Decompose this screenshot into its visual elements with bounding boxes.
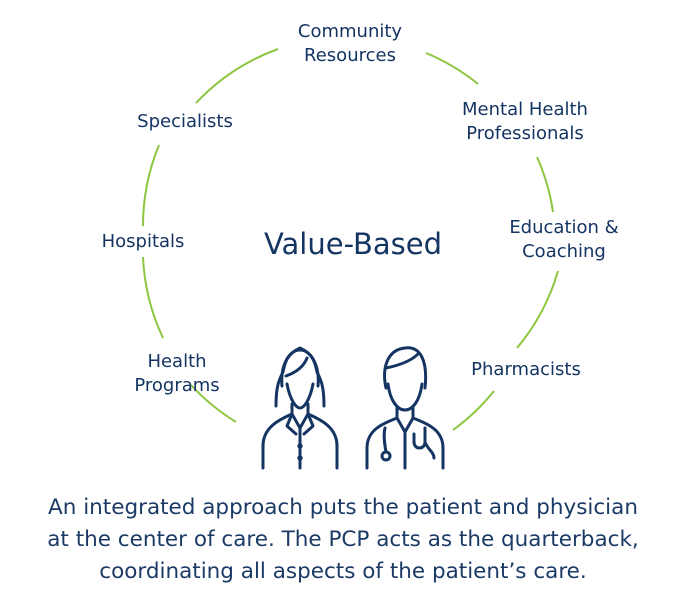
- node-pharmacists: Pharmacists: [471, 359, 581, 380]
- care-ring: [141, 48, 559, 470]
- ring-arc-5: [452, 390, 495, 431]
- ring-arc-7: [142, 256, 164, 339]
- node-education-coaching: Education & Coaching: [509, 217, 619, 262]
- node-community-resources: Community Resources: [297, 21, 403, 66]
- node-mental-health-professionals: Mental Health Professionals: [462, 99, 588, 144]
- center-title: Value-Based: [263, 227, 443, 261]
- ring-arc-8: [141, 144, 160, 227]
- male-physician-icon: [365, 346, 445, 470]
- node-specialists: Specialists: [137, 111, 233, 132]
- ring-arc-2: [425, 52, 479, 85]
- caption-text: An integrated approach puts the patient …: [47, 495, 639, 584]
- node-health-programs: Health Programs: [134, 351, 220, 396]
- node-hospitals: Hospitals: [101, 231, 185, 252]
- ring-arc-3: [536, 156, 554, 213]
- ring-arc-6: [190, 384, 237, 423]
- care-network-diagram: Value-Based Community Resources Mental H…: [101, 21, 619, 470]
- female-patient-icon: [261, 346, 339, 470]
- ring-arc-4: [516, 270, 559, 349]
- ring-arc-1: [195, 48, 279, 104]
